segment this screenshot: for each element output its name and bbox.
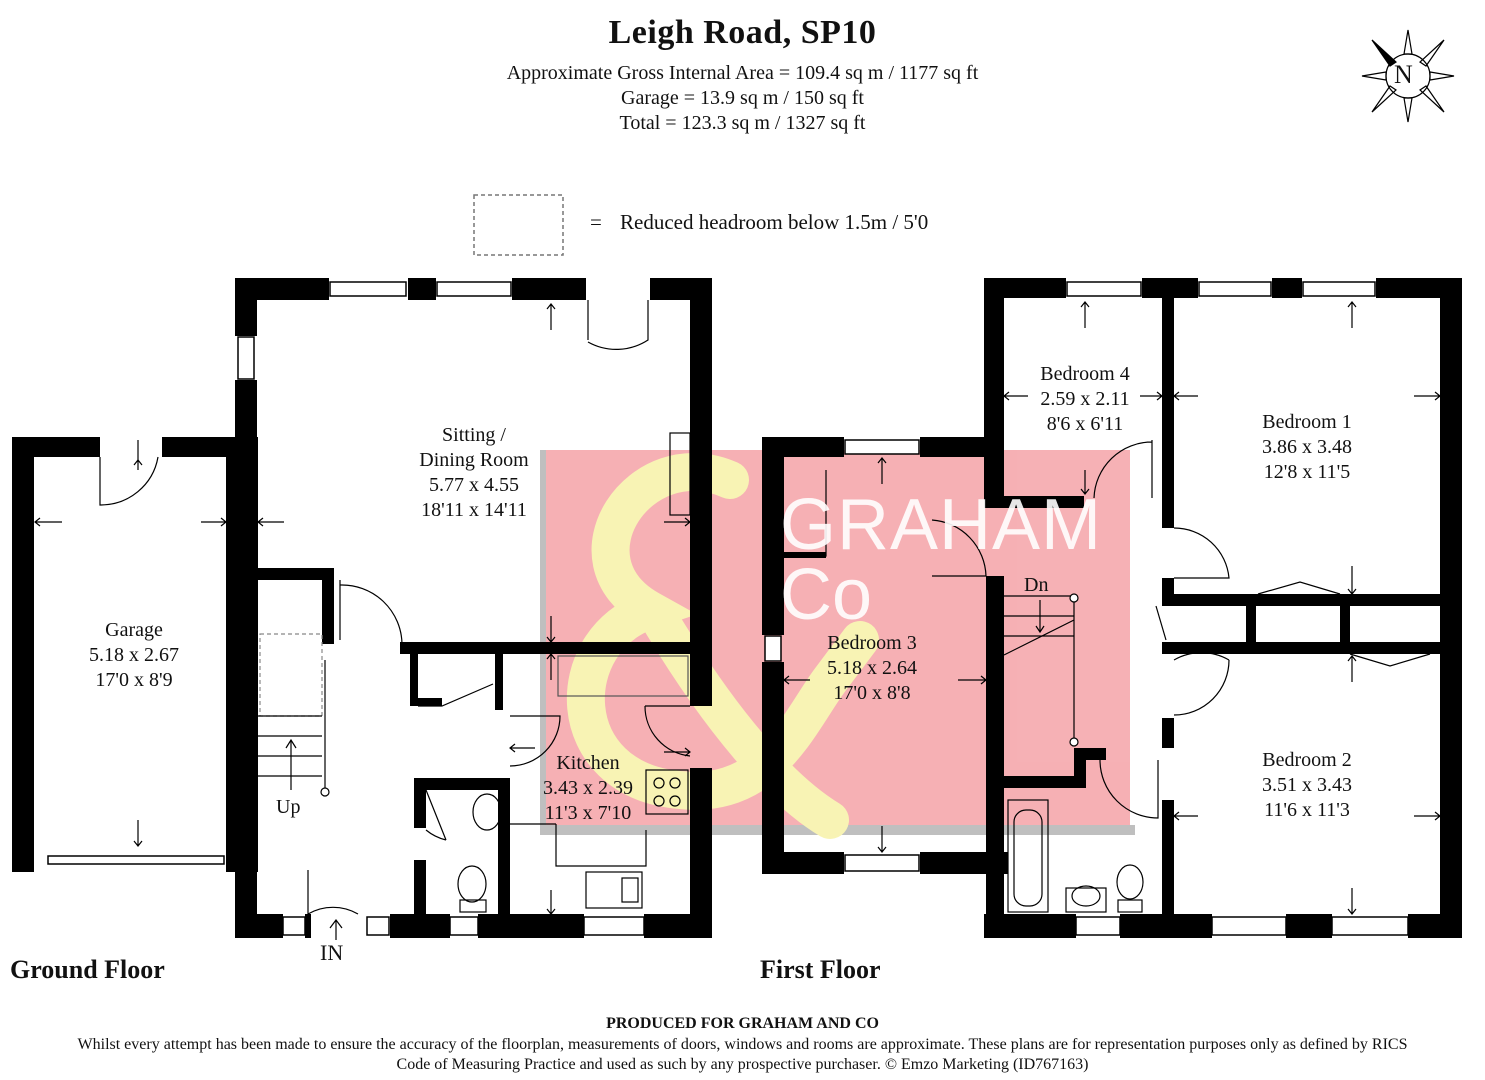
watermark-graham: GRAHAM <box>780 485 1103 565</box>
reduced-headroom-key <box>473 194 564 256</box>
first-floor-label: First Floor <box>760 955 881 984</box>
footer-disclaimer: Whilst every attempt has been made to en… <box>77 1036 1408 1073</box>
room-bedroom-3: Bedroom 3 5.18 x 2.64 17'0 x 8'8 <box>797 631 947 706</box>
ground-floor-windows <box>47 281 645 936</box>
entrance-label: IN <box>320 940 344 965</box>
room-name: Bedroom 3 <box>827 632 917 654</box>
footer-title: PRODUCED FOR GRAHAM AND CO <box>606 1015 879 1032</box>
first-floor-windows <box>764 281 1409 936</box>
room-metric: 5.18 x 2.67 <box>89 644 179 666</box>
room-imperial: 8'6 x 6'11 <box>1046 413 1124 435</box>
room-name: Bedroom 4 <box>1040 363 1130 385</box>
garage-area-line: Garage = 13.9 sq m / 150 sq ft <box>621 87 864 109</box>
total-area-line: Total = 123.3 sq m / 1327 sq ft <box>619 112 866 134</box>
room-imperial: 11'6 x 11'3 <box>1264 799 1350 821</box>
room-sitting-dining: Sitting / Dining Room 5.77 x 4.55 18'11 … <box>392 423 556 523</box>
room-imperial: 17'0 x 8'8 <box>833 682 911 704</box>
room-metric: 3.51 x 3.43 <box>1262 774 1352 796</box>
kitchen-fittings <box>457 655 689 913</box>
bathroom-fittings <box>1007 799 1144 913</box>
first-floor-walls <box>762 278 1462 938</box>
room-name: Kitchen <box>556 752 620 774</box>
room-kitchen: Kitchen 3.43 x 2.39 11'3 x 7'10 <box>520 751 656 826</box>
room-imperial: 11'3 x 7'10 <box>544 802 632 824</box>
room-name: Bedroom 1 <box>1262 411 1352 433</box>
room-bedroom-4: Bedroom 4 2.59 x 2.11 8'6 x 6'11 <box>1010 362 1160 437</box>
first-floor-stairs <box>1003 593 1079 747</box>
legend-equals: = <box>590 210 602 234</box>
room-garage: Garage 5.18 x 2.67 17'0 x 8'9 <box>62 618 206 693</box>
compass-north-label: N <box>1394 60 1413 89</box>
room-name: Bedroom 2 <box>1262 749 1352 771</box>
room-metric: 5.77 x 4.55 <box>429 474 519 496</box>
first-floor-dimension-arrows <box>783 301 1441 915</box>
room-name-1: Sitting / <box>442 424 506 446</box>
first-floor-doors <box>784 440 1431 819</box>
ground-floor-doors <box>99 300 691 916</box>
stairs-down-label: Dn <box>1024 574 1049 596</box>
room-imperial: 17'0 x 8'9 <box>95 669 173 691</box>
stairs-up-label: Up <box>276 796 301 818</box>
watermark-co: Co <box>780 555 873 635</box>
room-bedroom-2: Bedroom 2 3.51 x 3.43 11'6 x 11'3 <box>1232 748 1382 823</box>
legend-text: Reduced headroom below 1.5m / 5'0 <box>620 210 929 234</box>
room-metric: 2.59 x 2.11 <box>1040 388 1130 410</box>
room-imperial: 12'8 x 11'5 <box>1263 461 1351 483</box>
room-metric: 5.18 x 2.64 <box>827 657 917 679</box>
ground-stairs <box>257 633 330 797</box>
room-imperial: 18'11 x 14'11 <box>421 499 527 521</box>
gross-area-line: Approximate Gross Internal Area = 109.4 … <box>506 62 979 84</box>
room-metric: 3.43 x 2.39 <box>543 777 633 799</box>
room-bedroom-1: Bedroom 1 3.86 x 3.48 12'8 x 11'5 <box>1232 410 1382 485</box>
plan-title: Leigh Road, SP10 <box>608 14 877 51</box>
room-name: Garage <box>105 619 163 641</box>
ground-floor-walls <box>12 278 712 938</box>
ground-dimension-arrows <box>34 303 691 940</box>
room-metric: 3.86 x 3.48 <box>1262 436 1352 458</box>
room-name-2: Dining Room <box>419 449 529 471</box>
compass-rose <box>1361 29 1455 123</box>
ground-floor-label: Ground Floor <box>10 955 165 984</box>
